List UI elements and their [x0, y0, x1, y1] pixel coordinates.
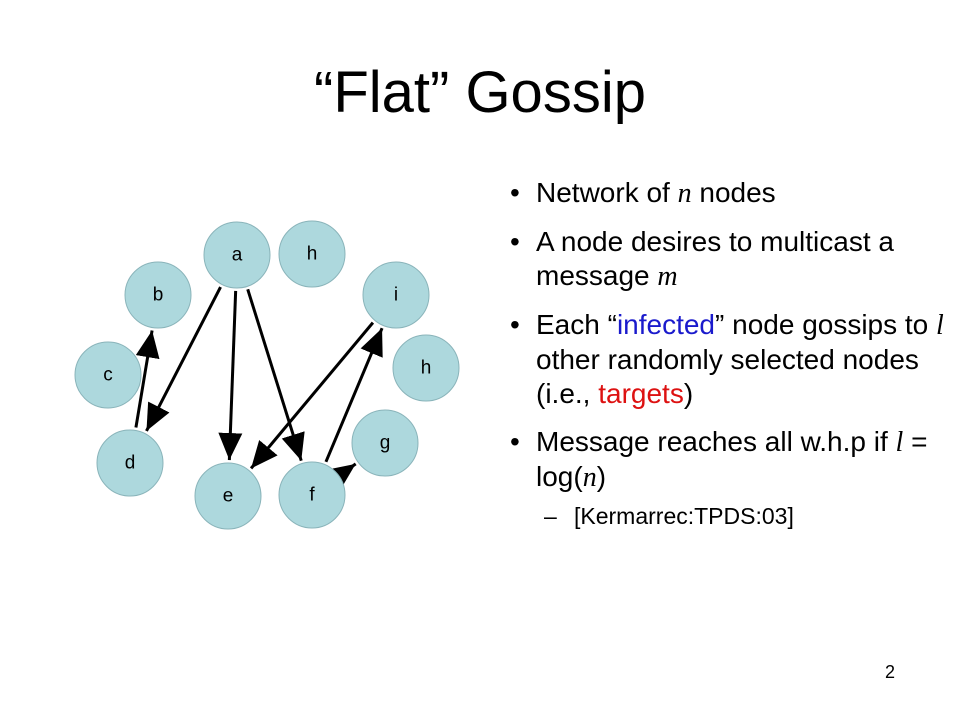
- bullet-list: Network of n nodes A node desires to mul…: [510, 176, 950, 545]
- bullet-text: A node desires to multicast a message: [536, 226, 894, 291]
- bullet-text: ” node gossips to: [715, 309, 937, 340]
- node-label: i: [394, 285, 398, 306]
- arrow-f-to-i: [324, 327, 384, 463]
- node-circle: [278, 461, 346, 529]
- node-a: a: [203, 221, 271, 289]
- bullet-multicast: A node desires to multicast a message m: [510, 225, 950, 294]
- bullet-text: Network of: [536, 177, 678, 208]
- node-b: b: [124, 261, 192, 329]
- bullet-reach: Message reaches all w.h.p if l = log(n): [510, 425, 950, 495]
- edges-layer: [134, 286, 384, 490]
- node-i: i: [362, 261, 430, 329]
- gossip-diagram: a h b i c h d g e f: [74, 220, 460, 530]
- node-f: f: [278, 461, 346, 529]
- math-l: l: [895, 427, 904, 458]
- node-circle: [362, 261, 430, 329]
- node-label: f: [309, 485, 315, 506]
- node-circle: [124, 261, 192, 329]
- node-label: h: [307, 244, 318, 265]
- node-circle: [96, 429, 164, 497]
- node-g: g: [351, 409, 419, 477]
- node-circle: [74, 341, 142, 409]
- node-circle: [278, 220, 346, 288]
- math-n: n: [677, 178, 692, 209]
- arrow-a-to-e: [218, 290, 243, 461]
- page-number: 2: [885, 662, 896, 682]
- bullet-network: Network of n nodes: [510, 176, 950, 211]
- bullet-text: Message reaches all w.h.p if: [536, 426, 896, 457]
- node-d: d: [96, 429, 164, 497]
- node-label: h: [421, 358, 432, 379]
- arrow-a-to-d: [145, 286, 222, 432]
- node-label: e: [223, 486, 234, 507]
- bullet-infected: Each “infected” node gossips to l other …: [510, 308, 950, 411]
- node-circle: [194, 462, 262, 530]
- nodes-layer: a h b i c h d g e f: [74, 220, 460, 530]
- node-label: d: [125, 453, 136, 474]
- bullet-text: other randomly selected nodes (i.e.,: [536, 344, 919, 409]
- arrow-i-to-e: [249, 321, 375, 470]
- arrow-f-to-g: [326, 462, 357, 490]
- targets-highlight: targets: [598, 378, 684, 409]
- bullet-text: ): [596, 461, 607, 492]
- arrow-a-to-f: [246, 288, 305, 462]
- arrow-d-to-b: [134, 330, 160, 428]
- node-label: g: [380, 433, 391, 454]
- node-circle: [392, 334, 460, 402]
- sub-bullet-citation: [Kermarrec:TPDS:03]: [510, 501, 950, 531]
- node-e: e: [194, 462, 262, 530]
- slide-title: “Flat” Gossip: [314, 60, 646, 125]
- bullet-text: ): [683, 378, 694, 409]
- bullet-text: nodes: [691, 177, 776, 208]
- bullet-text: Each “: [536, 309, 617, 340]
- math-m: m: [657, 261, 678, 292]
- node-circle: [351, 409, 419, 477]
- bullet-text: = log(: [536, 426, 928, 492]
- node-h1: h: [278, 220, 346, 288]
- node-h2: h: [392, 334, 460, 402]
- node-c: c: [74, 341, 142, 409]
- node-circle: [203, 221, 271, 289]
- infected-highlight: infected: [616, 309, 716, 340]
- math-n: n: [582, 462, 597, 493]
- node-label: c: [103, 365, 113, 386]
- node-label: b: [153, 285, 164, 306]
- math-l: l: [936, 310, 944, 341]
- node-label: a: [232, 245, 243, 266]
